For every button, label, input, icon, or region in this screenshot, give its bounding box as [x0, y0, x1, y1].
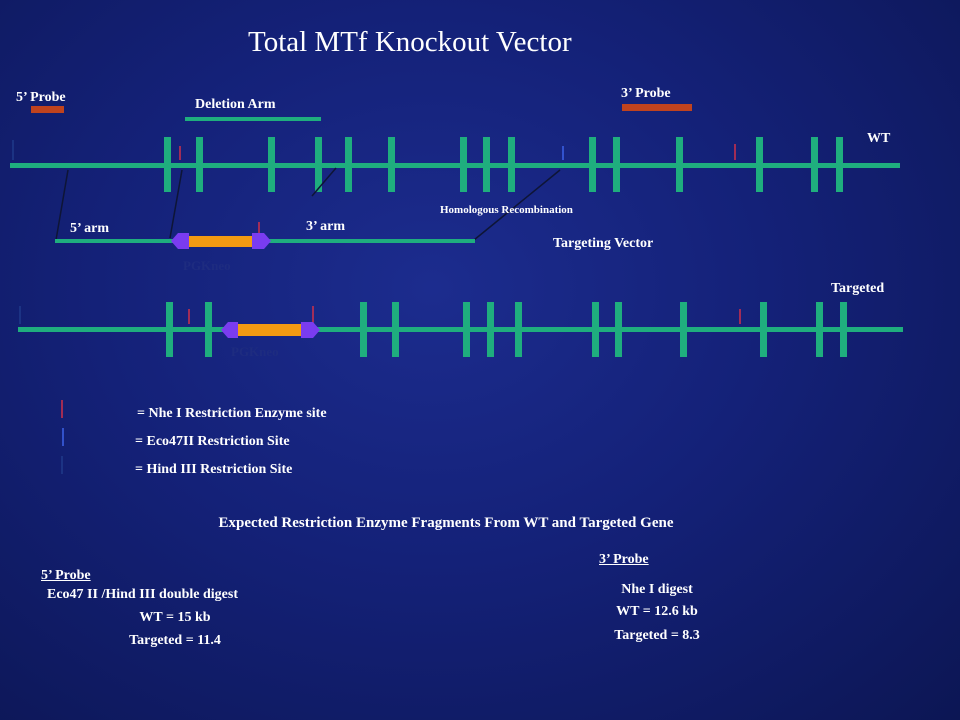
- recombination-line: [473, 169, 561, 241]
- vector-pgkneo-label: PGKneo: [183, 258, 231, 273]
- targeted-exon: [816, 302, 823, 357]
- page-title: Total MTf Knockout Vector: [248, 26, 572, 58]
- targeted-exon: [463, 302, 470, 357]
- wt-exon: [589, 137, 596, 192]
- targeted-exon: [760, 302, 767, 357]
- recombination-line: [311, 167, 337, 197]
- targeted-exon: [840, 302, 847, 357]
- deletion-arm-label: Deletion Arm: [195, 97, 276, 112]
- wt-exon: [460, 137, 467, 192]
- recombination-lines: [55, 167, 561, 241]
- wt-exons: [164, 137, 843, 192]
- targeted-exons: [166, 302, 847, 357]
- targeted-exon: [392, 302, 399, 357]
- legend-nhe-label: = Nhe I Restriction Enzyme site: [137, 406, 327, 421]
- targeted-gene-line: [18, 327, 903, 332]
- wt-exon: [345, 137, 352, 192]
- recombination-line: [169, 169, 183, 239]
- fragments-five-wt: WT = 15 kb: [139, 610, 211, 625]
- targeted-exon: [166, 302, 173, 357]
- wt-exon: [388, 137, 395, 192]
- legend-hind-label: = Hind III Restriction Site: [135, 462, 293, 477]
- targeted-exon: [515, 302, 522, 357]
- cassette-body: [238, 324, 301, 336]
- targeting-vector-label: Targeting Vector: [553, 236, 654, 251]
- wt-exon: [613, 137, 620, 192]
- five-prime-probe-bar: [31, 106, 64, 113]
- wt-label: WT: [867, 131, 891, 146]
- recombination-line: [55, 169, 69, 241]
- homologous-recombination-label: Homologous Recombination: [440, 204, 573, 216]
- wt-exon: [196, 137, 203, 192]
- fragments-three-probe: 3’ Probe: [599, 552, 649, 567]
- fragments-three-digest: Nhe I digest: [621, 582, 693, 597]
- wt-exon: [164, 137, 171, 192]
- fragments-five-probe: 5’ Probe: [41, 568, 91, 583]
- wt-exon: [756, 137, 763, 192]
- wt-gene-line: [10, 163, 900, 168]
- five-prime-probe-label: 5’ Probe: [16, 90, 66, 105]
- targeted-exon: [680, 302, 687, 357]
- cassette-left-end: [171, 233, 189, 249]
- targeted-exon: [592, 302, 599, 357]
- fragments-three-wt: WT = 12.6 kb: [616, 604, 698, 619]
- wt-exon: [508, 137, 515, 192]
- targeted-exon: [487, 302, 494, 357]
- fragments-five-targeted: Targeted = 11.4: [129, 633, 221, 648]
- fragments-heading: Expected Restriction Enzyme Fragments Fr…: [218, 515, 674, 531]
- cassette-body: [189, 236, 252, 247]
- cassette-left-end: [221, 322, 238, 338]
- targeted-exon: [205, 302, 212, 357]
- wt-exon: [676, 137, 683, 192]
- cassette-right-end: [301, 322, 320, 338]
- legend-eco-label: = Eco47II Restriction Site: [135, 434, 290, 449]
- targeted-cassette: [221, 322, 320, 338]
- targeted-exon: [615, 302, 622, 357]
- fragments-three-targeted: Targeted = 8.3: [614, 628, 700, 643]
- wt-exon: [811, 137, 818, 192]
- vector-cassette: [171, 233, 271, 249]
- targeted-exon: [360, 302, 367, 357]
- three-arm-label: 3’ arm: [306, 219, 345, 234]
- targeted-label: Targeted: [831, 281, 885, 296]
- wt-exon: [268, 137, 275, 192]
- fragments-five-digest: Eco47 II /Hind III double digest: [47, 587, 238, 602]
- deletion-arm-bar: [185, 117, 321, 121]
- targeted-restriction-sites: [19, 306, 741, 324]
- wt-exon: [836, 137, 843, 192]
- three-prime-probe-label: 3’ Probe: [621, 86, 671, 101]
- wt-exon: [315, 137, 322, 192]
- wt-restriction-sites: [12, 140, 736, 160]
- targeted-pgkneo-label: PGKneo: [231, 344, 279, 359]
- wt-exon: [483, 137, 490, 192]
- cassette-right-end: [252, 233, 271, 249]
- three-prime-probe-bar: [622, 104, 692, 111]
- five-arm-label: 5’ arm: [70, 221, 109, 236]
